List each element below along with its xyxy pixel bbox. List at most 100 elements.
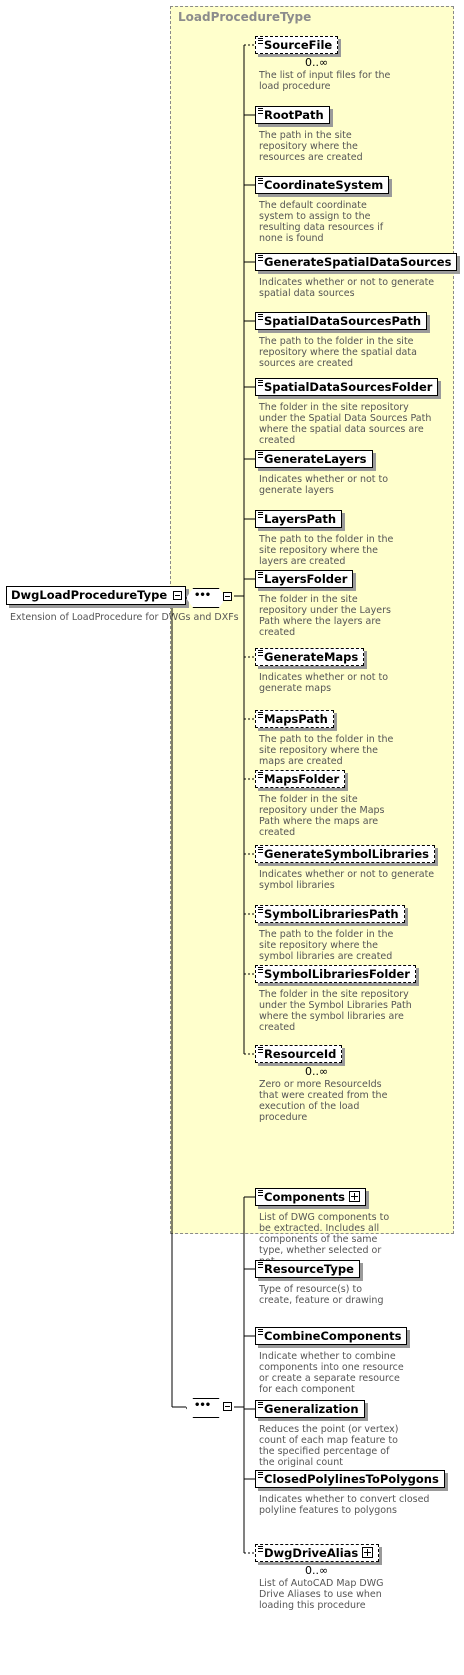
- element-label: LayersPath: [264, 512, 337, 526]
- expand-icon[interactable]: [362, 1547, 374, 1558]
- group-element[interactable]: CoordinateSystem: [255, 176, 390, 194]
- element-description: Indicates whether or not to generate spa…: [259, 277, 435, 299]
- element-description: The folder in the site repository under …: [259, 402, 432, 446]
- sequence-icon: •••: [194, 1400, 211, 1411]
- element-icon: [258, 1047, 263, 1053]
- sequence-icon: •••: [194, 590, 211, 601]
- element-label: ClosedPolylinesToPolygons: [264, 1472, 439, 1486]
- group-element[interactable]: GenerateLayers: [255, 450, 373, 468]
- element-description: The path to the folder in the site repos…: [259, 534, 394, 567]
- element-label: ResourceId: [264, 1047, 337, 1061]
- element-icon: [258, 380, 263, 386]
- group-element[interactable]: GenerateSymbolLibraries: [255, 845, 435, 863]
- extension-element[interactable]: ResourceType: [255, 1260, 360, 1278]
- extension-element[interactable]: Components: [255, 1188, 366, 1206]
- element-label: CoordinateSystem: [264, 178, 384, 192]
- root-element[interactable]: DwgLoadProcedureType: [6, 586, 187, 605]
- element-label: Components: [264, 1190, 345, 1204]
- element-description: The folder in the site repository under …: [259, 989, 412, 1033]
- group-element[interactable]: SymbolLibrariesFolder: [255, 965, 416, 983]
- element-icon: [258, 108, 263, 114]
- element-label: SymbolLibrariesPath: [264, 907, 399, 921]
- group-element[interactable]: RootPath: [255, 106, 330, 124]
- element-label: SymbolLibrariesFolder: [264, 967, 410, 981]
- element-label: RootPath: [264, 108, 324, 122]
- expand-icon[interactable]: [348, 1191, 360, 1202]
- cardinality-label: 0..∞: [305, 56, 329, 69]
- element-label: MapsFolder: [264, 772, 340, 786]
- collapse-icon[interactable]: [173, 591, 183, 600]
- element-label: ResourceType: [264, 1262, 354, 1276]
- element-icon: [258, 178, 263, 184]
- group-element[interactable]: SpatialDataSourcesPath: [255, 312, 428, 330]
- element-description: Zero or more ResourceIds that were creat…: [259, 1079, 388, 1123]
- element-icon: [258, 772, 263, 778]
- group-element[interactable]: ResourceId: [255, 1045, 343, 1063]
- element-icon: [258, 1262, 263, 1268]
- group-element[interactable]: MapsPath: [255, 710, 334, 728]
- group-title: LoadProcedureType: [178, 10, 312, 24]
- element-icon: [258, 1190, 263, 1196]
- extension-element[interactable]: ClosedPolylinesToPolygons: [255, 1470, 445, 1488]
- element-icon: [258, 572, 263, 578]
- element-icon: [258, 255, 263, 261]
- element-description: Indicates whether or not to generate sym…: [259, 869, 435, 891]
- cardinality-label: 0..∞: [305, 1564, 329, 1577]
- root-description: Extension of LoadProcedure for DWGs and …: [10, 612, 239, 623]
- element-description: Indicates whether to convert closed poly…: [259, 1494, 430, 1516]
- element-icon: [258, 1402, 263, 1408]
- group-element[interactable]: MapsFolder: [255, 770, 346, 788]
- element-description: Type of resource(s) to create, feature o…: [259, 1284, 384, 1306]
- element-label: SpatialDataSourcesFolder: [264, 380, 433, 394]
- group-element[interactable]: SpatialDataSourcesFolder: [255, 378, 439, 396]
- group-element[interactable]: GenerateMaps: [255, 648, 365, 666]
- element-description: Indicate whether to combine components i…: [259, 1351, 404, 1395]
- collapse-icon[interactable]: [223, 1402, 232, 1411]
- cardinality-label: 0..∞: [305, 1065, 329, 1078]
- element-description: The path to the folder in the site repos…: [259, 929, 394, 962]
- element-icon: [258, 907, 263, 913]
- element-description: The list of input files for the load pro…: [259, 70, 391, 92]
- element-label: CombineComponents: [264, 1329, 402, 1343]
- element-label: DwgDriveAlias: [264, 1546, 359, 1560]
- element-icon: [258, 512, 263, 518]
- element-label: LayersFolder: [264, 572, 348, 586]
- element-description: Reduces the point (or vertex) count of e…: [259, 1424, 399, 1468]
- element-description: Indicates whether or not to generate map…: [259, 672, 389, 694]
- element-label: SourceFile: [264, 38, 333, 52]
- extension-element[interactable]: Generalization: [255, 1400, 365, 1418]
- element-description: The path to the folder in the site repos…: [259, 734, 394, 767]
- element-icon: [258, 38, 263, 44]
- element-icon: [258, 1472, 263, 1478]
- element-label: GenerateLayers: [264, 452, 367, 466]
- element-label: SpatialDataSourcesPath: [264, 314, 422, 328]
- element-icon: [258, 712, 263, 718]
- element-icon: [258, 452, 263, 458]
- load-procedure-type-group: [170, 6, 454, 1234]
- element-label: GenerateSymbolLibraries: [264, 847, 429, 861]
- element-label: Generalization: [264, 1402, 359, 1416]
- extension-element[interactable]: CombineComponents: [255, 1327, 408, 1345]
- element-icon: [258, 650, 263, 656]
- group-element[interactable]: LayersPath: [255, 510, 343, 528]
- element-description: The path to the folder in the site repos…: [259, 336, 417, 369]
- root-label: DwgLoadProcedureType: [11, 588, 168, 602]
- element-icon: [258, 314, 263, 320]
- group-element[interactable]: LayersFolder: [255, 570, 354, 588]
- element-icon: [258, 847, 263, 853]
- element-description: List of DWG components to be extracted. …: [259, 1212, 390, 1267]
- element-description: The path in the site repository where th…: [259, 130, 363, 163]
- element-description: List of AutoCAD Map DWG Drive Aliases to…: [259, 1578, 384, 1611]
- group-element[interactable]: GenerateSpatialDataSources: [255, 253, 458, 271]
- element-description: The folder in the site repository under …: [259, 594, 391, 638]
- element-description: Indicates whether or not to generate lay…: [259, 474, 389, 496]
- element-label: GenerateSpatialDataSources: [264, 255, 452, 269]
- element-icon: [258, 1546, 263, 1552]
- collapse-icon[interactable]: [223, 592, 232, 601]
- extension-element[interactable]: DwgDriveAlias: [255, 1544, 380, 1562]
- element-icon: [258, 1329, 263, 1335]
- element-label: MapsPath: [264, 712, 328, 726]
- element-description: The folder in the site repository under …: [259, 794, 385, 838]
- group-element[interactable]: SourceFile: [255, 36, 339, 54]
- group-element[interactable]: SymbolLibrariesPath: [255, 905, 405, 923]
